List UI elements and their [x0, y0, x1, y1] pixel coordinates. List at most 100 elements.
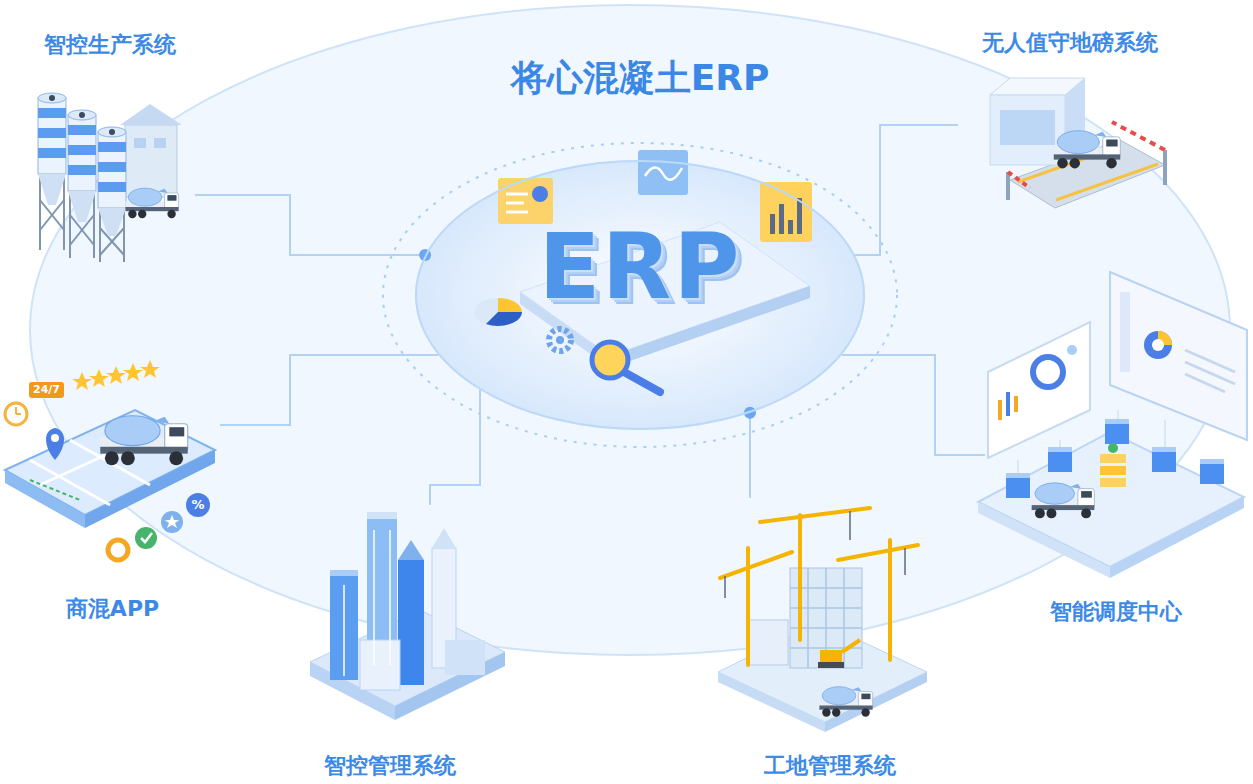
hub-icons-part: [474, 298, 522, 326]
connector-line: [430, 390, 480, 505]
erp-platform: [520, 222, 810, 368]
plant-illustration-part: [98, 142, 126, 152]
hub-backdrop-part: [415, 160, 865, 430]
node-label: 智控管理系统: [290, 753, 490, 779]
dispatch-illustration-part-part: [1185, 362, 1235, 384]
construction-illustration-part-part: [760, 508, 870, 522]
hub-icons-part: [506, 211, 528, 214]
dispatch-illustration-part: [1100, 454, 1126, 463]
dispatch-illustration-part: [1006, 419, 1224, 478]
weighbridge-illustration-part: [1056, 164, 1158, 200]
text-line: 智控生产系统: [25, 32, 195, 58]
text-line: 商混APP: [5, 596, 220, 622]
diagram-title: 将心混凝土ERP: [340, 56, 940, 100]
text-line: ERP: [415, 222, 865, 312]
dispatch-illustration-part: [1120, 292, 1130, 372]
plant-illustration-part: [98, 182, 126, 192]
app-illustration-part: [5, 403, 27, 425]
app-illustration-part: [5, 470, 85, 528]
weighbridge-illustration-part: [1112, 122, 1165, 150]
text-line: 智控管理系统: [290, 753, 490, 779]
hub-icons-part: [645, 167, 682, 179]
dispatch-illustration-part: [1100, 478, 1126, 487]
dispatch-illustration-part: [1032, 483, 1095, 518]
app-illustration-part-part: [72, 372, 92, 390]
dispatch-illustration-part-part: [1105, 424, 1129, 444]
construction-illustration-part: [718, 672, 825, 732]
dispatch-illustration-part: [1006, 392, 1010, 416]
hub-icons-part: [760, 182, 812, 242]
construction-illustration-part-part: [798, 515, 802, 640]
city-illustration-part-part: [373, 530, 375, 665]
construction-illustration-part-part: [849, 511, 851, 540]
app-illustration-part: [16, 413, 21, 415]
weighbridge-illustration-part: [1000, 110, 1055, 145]
hub-icons: [474, 150, 812, 392]
app-illustration-part: [46, 428, 64, 460]
connector-line: [842, 355, 985, 455]
construction-illustration-part: [842, 640, 860, 652]
app-illustration: [5, 360, 215, 560]
app-system: 商混APP: [5, 360, 220, 622]
city-illustration-part-part: [389, 530, 391, 665]
app-illustration-part: [100, 416, 187, 465]
connector-line: [195, 195, 425, 255]
plant-illustration-part: [98, 208, 126, 236]
dispatch-illustration-part-part: [1200, 464, 1224, 484]
app-illustration-part-part: [106, 366, 126, 384]
plant-illustration-part: [68, 115, 96, 191]
hub-icons-part: [788, 220, 793, 234]
dispatch-illustration-part: [1144, 331, 1172, 359]
hub-icons-part: [770, 214, 775, 234]
dispatch-illustration-part: [1152, 339, 1164, 351]
plant-illustration-part: [68, 191, 96, 222]
dispatch-illustration-part-part: [1185, 374, 1225, 392]
plant-illustration-part: [38, 93, 66, 103]
node-text: 智能调度中心: [1050, 599, 1182, 625]
dispatch-illustration-part: [978, 432, 1244, 567]
city-illustration: [310, 512, 505, 720]
plant-illustration-part: [38, 108, 66, 118]
construction-illustration-part: [818, 662, 844, 668]
app-illustration-part-part: [140, 360, 160, 378]
app-illustration-part: [15, 407, 17, 414]
plant-illustration-part: [38, 98, 66, 174]
dispatch-illustration: [978, 272, 1247, 578]
hub-icons-part: [506, 202, 524, 205]
hub-icons-part: [498, 298, 522, 312]
connector-line: [855, 125, 958, 255]
dispatch-illustration-part-part: [1048, 452, 1072, 472]
node-label: 无人值守地磅系统: [958, 30, 1182, 56]
plant-illustration-part: [49, 95, 55, 101]
plant-illustration-part: [154, 138, 166, 148]
construction-illustration-part-part: [807, 568, 809, 668]
hub-icons-part: [506, 193, 528, 196]
dispatch-illustration-part: [988, 322, 1090, 458]
hub-icons-part: [592, 342, 628, 378]
app-illustration-part: [72, 360, 160, 390]
plant-illustration-part: [79, 112, 85, 118]
node-text: 无人值守地磅系统: [982, 30, 1158, 56]
percent-badge: %: [186, 493, 210, 517]
app-illustration-part-part: [89, 369, 109, 387]
plant-illustration-part: [120, 104, 182, 125]
city-illustration-part: [344, 530, 390, 676]
plant-illustration-part: [68, 125, 96, 135]
plant-illustration: [38, 93, 182, 262]
connector-line: [220, 355, 438, 425]
node-label: 工地管理系统: [720, 753, 940, 779]
dispatch-illustration-part-part: [1048, 447, 1072, 452]
hub-icons-part: [624, 372, 660, 392]
hub-text: ERP: [539, 222, 742, 312]
node-label: 商混APP: [5, 596, 220, 622]
plant-illustration-part: [38, 174, 66, 205]
weighbridge-illustration: [990, 78, 1165, 208]
outer-ellipse: [30, 5, 1230, 655]
app-illustration-part: [161, 511, 183, 533]
node-text: 智控管理系统: [324, 753, 456, 779]
node-label: ERP: [415, 222, 865, 312]
construction-illustration-part-part: [720, 552, 792, 578]
